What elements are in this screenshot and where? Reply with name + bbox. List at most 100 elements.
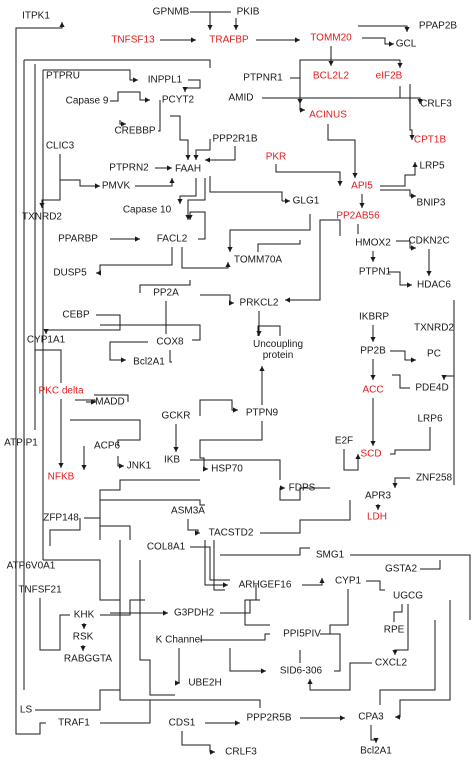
node-cxcl2: CXCL2 — [374, 657, 408, 669]
edge-arrowhead — [195, 530, 200, 536]
edge-25 — [158, 100, 161, 132]
edge-27 — [170, 115, 189, 160]
edge-61 — [100, 324, 201, 341]
edge-67 — [443, 336, 455, 380]
edge-arrowhead — [389, 41, 394, 47]
node-smg1: SMG1 — [315, 549, 345, 561]
node-txnrd2a: TXNRD2 — [21, 211, 63, 223]
edge-arrowhead — [191, 37, 196, 43]
edge-1 — [190, 11, 211, 30]
node-acp6: ACP6 — [93, 440, 121, 452]
edge-arrowhead — [227, 247, 233, 252]
edge-arrowhead — [295, 37, 300, 43]
edge-arrowhead — [407, 282, 412, 288]
node-glg1: GLG1 — [292, 195, 320, 207]
node-cyp1a1: CYP1A1 — [26, 334, 66, 346]
edge-arrowhead — [307, 679, 313, 684]
node-jnk1: JNK1 — [126, 460, 152, 472]
edge-96 — [190, 546, 230, 581]
edge-102 — [366, 580, 385, 591]
edge-55 — [139, 280, 191, 293]
edge-126 — [181, 731, 215, 753]
edge-arrowhead — [169, 178, 175, 183]
edge-13 — [24, 59, 211, 68]
edge-98 — [213, 540, 225, 591]
edge-81 — [190, 459, 281, 480]
node-atp6v0a1: ATP6V0A1 — [6, 560, 56, 572]
node-znf258: ZNF258 — [415, 472, 453, 484]
edge-100 — [350, 554, 471, 620]
node-ppi5piv: PPI5PIV — [283, 628, 321, 640]
node-pde4d: PDE4D — [415, 382, 449, 394]
edge-59 — [257, 325, 281, 336]
edge-112 — [220, 599, 260, 614]
edge-arrowhead — [370, 375, 376, 380]
node-kchannel: K Channel — [155, 634, 203, 646]
edge-68 — [392, 374, 410, 389]
edge-128 — [119, 540, 150, 701]
edge-118 — [309, 662, 372, 691]
edge-arrowhead — [121, 121, 126, 127]
node-clic3: CLIC3 — [45, 140, 75, 152]
node-col8a1: COL8A1 — [146, 541, 186, 553]
node-prkcl2: PRKCL2 — [239, 297, 279, 309]
node-elf2b: eIF2B — [375, 70, 403, 82]
node-pkcdelta: PKC delta — [38, 385, 84, 397]
edge-arrowhead — [352, 173, 358, 178]
edge-arrowhead — [203, 466, 208, 472]
node-tacstd2: TACSTD2 — [208, 527, 254, 539]
node-ppap2b: PPAP2B — [418, 20, 458, 32]
node-scd: SCD — [360, 448, 382, 460]
edge-31 — [60, 179, 100, 187]
node-lrp6: LRP6 — [417, 413, 443, 425]
edge-19 — [300, 97, 421, 104]
edge-53 — [388, 271, 412, 286]
node-zfp148: ZFP148 — [43, 512, 79, 524]
node-bcl2a1a: Bcl2A1 — [133, 356, 165, 368]
edge-arrowhead — [119, 463, 124, 469]
edge-arrowhead — [182, 87, 188, 92]
node-ikb: IKB — [163, 454, 181, 466]
edge-arrowhead — [233, 407, 238, 413]
edge-106 — [329, 589, 349, 634]
edge-46 — [189, 211, 206, 240]
edge-arrowhead — [177, 199, 183, 204]
edge-arrowhead — [392, 650, 398, 655]
node-ptpnr1: PTPNR1 — [243, 72, 283, 84]
edge-78 — [199, 399, 238, 416]
edge-arrowhead — [235, 720, 240, 726]
edge-arrowhead — [39, 203, 45, 208]
edge-38 — [275, 164, 341, 186]
edge-arrowhead — [280, 485, 285, 491]
node-gpnmb: GPNMB — [152, 6, 190, 18]
edge-arrowhead — [261, 668, 266, 674]
node-uncoupling: Uncoupling protein — [252, 339, 304, 361]
edge-arrowhead — [96, 270, 101, 276]
edge-arrowhead — [412, 162, 418, 167]
node-crlf3b: CRLF3 — [225, 746, 257, 758]
node-tnfsf13: TNFSF13 — [111, 34, 155, 46]
edge-arrowhead — [359, 203, 365, 208]
edge-arrowhead — [145, 97, 150, 103]
node-capase9: Capase 9 — [65, 95, 109, 107]
edge-40 — [380, 189, 416, 197]
edge-arrowhead — [185, 155, 191, 160]
edge-arrowhead — [411, 193, 416, 199]
node-crebbp: CREBBP — [114, 125, 156, 137]
edge-63 — [169, 350, 172, 363]
node-apr3: APR3 — [364, 490, 392, 502]
edge-arrowhead — [319, 578, 325, 583]
edge-arrowhead — [426, 271, 432, 276]
edge-30 — [41, 154, 61, 208]
edge-113 — [200, 633, 270, 641]
node-inppl1: INPPL1 — [147, 74, 183, 86]
node-bcl2a1b: Bcl2A1 — [360, 745, 392, 757]
edge-122 — [35, 689, 120, 711]
edge-114 — [178, 648, 180, 684]
node-cox8: COX8 — [156, 336, 184, 348]
edge-arrowhead — [285, 198, 290, 204]
node-pc: PC — [427, 348, 441, 360]
node-madd: MADD — [95, 396, 125, 408]
edge-arrowhead — [133, 77, 138, 83]
